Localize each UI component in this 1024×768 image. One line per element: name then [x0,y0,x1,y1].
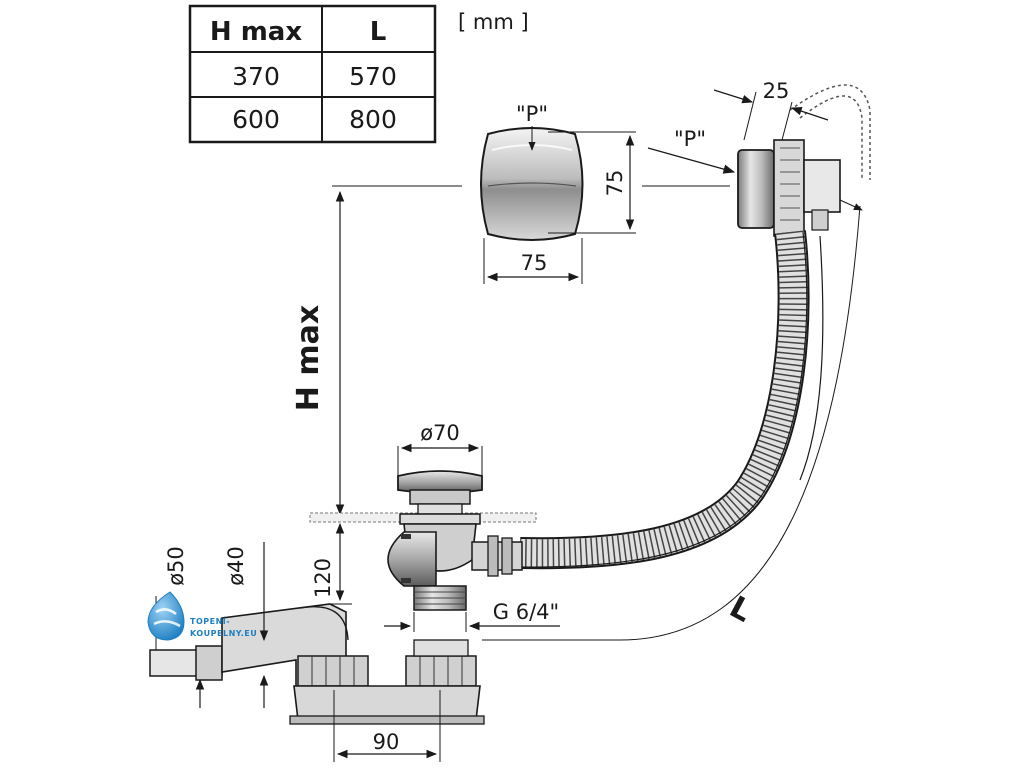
height-120-label: 120 [311,558,335,598]
table-header-l: L [370,17,387,47]
cap-detail [480,126,636,284]
cap-height-label: 75 [603,170,627,197]
length-l-label: L [724,590,757,630]
drain-assembly [387,470,523,611]
table-cell: 370 [232,62,280,91]
spacing-90-label: 90 [373,730,400,754]
flexible-hose [519,230,824,570]
overflow-head [642,84,871,237]
table-cell: 600 [232,105,280,134]
h-max-label: H max [291,305,326,411]
table-cell: 570 [349,62,397,91]
topeni-koupelny-logo: TOPENÍ- KOUPELNY.EU [147,591,257,641]
cap-label-side: "P" [674,127,706,151]
pipe-50-label: ø50 [164,546,188,586]
cap-width-label: 75 [521,251,548,275]
logo-text-line2: KOUPELNY.EU [190,629,257,638]
size-table: H max L 370 570 600 800 [188,4,437,144]
pipe-40-label: ø40 [224,546,248,586]
offset-25-label: 25 [763,79,790,103]
table-header-hmax: H max [210,17,302,47]
thread-label: G 6/4" [493,600,559,624]
logo-text-line1: TOPENÍ- [190,615,230,626]
drain-diameter-label: ø70 [420,421,460,445]
trap-assembly [149,603,485,725]
cap-label-top: "P" [516,102,548,126]
units-label: [ mm ] [458,10,529,34]
table-cell: 800 [349,105,397,134]
